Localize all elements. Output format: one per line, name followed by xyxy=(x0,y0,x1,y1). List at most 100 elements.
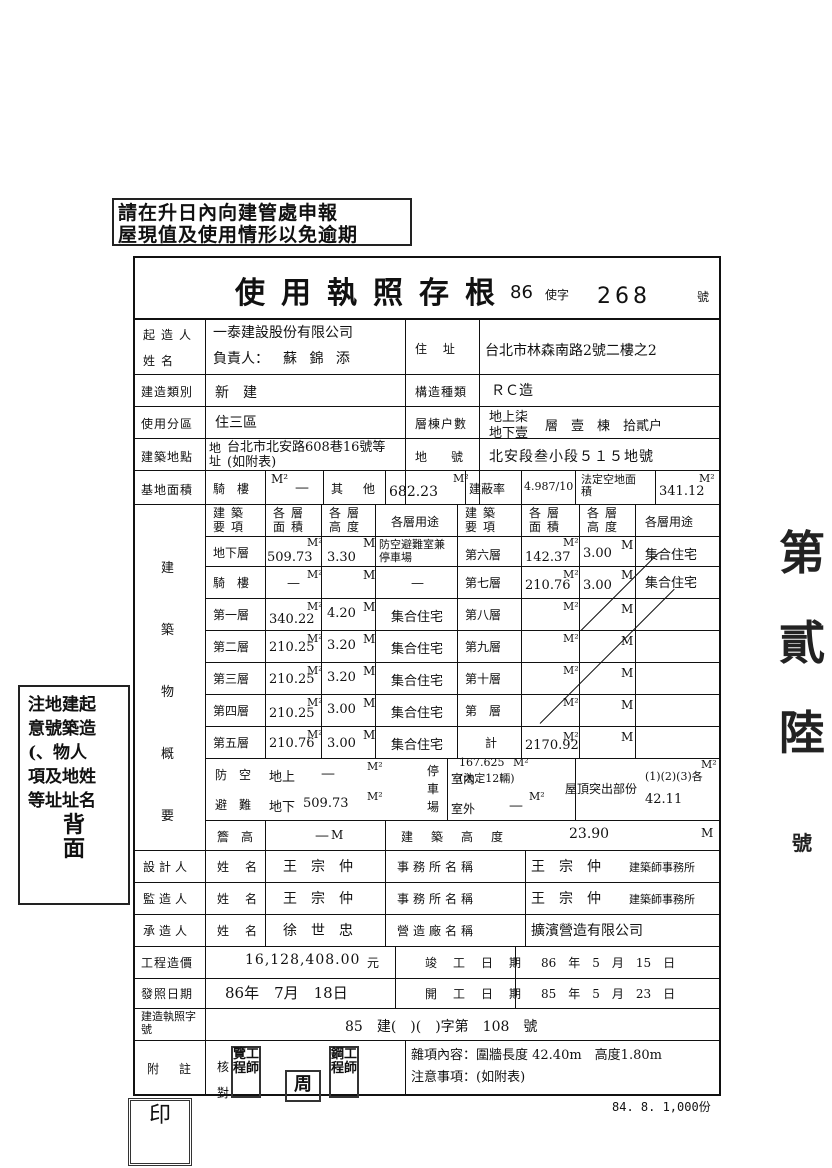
unit-m2: M² xyxy=(529,790,545,803)
parking-outdoor-value: — xyxy=(509,798,523,814)
legal-open-value: 341.12 xyxy=(659,484,705,499)
print-run-note: 84. 8. 1,000份 xyxy=(612,1100,711,1114)
applicant-address-label: 住 址 xyxy=(415,342,461,356)
unit-m2: M² xyxy=(513,756,529,769)
side-note-line: 面 xyxy=(62,836,85,862)
legal-open-label: 法定空地面積 xyxy=(581,473,636,498)
contractor-office: 擴濱營造有限公司 xyxy=(531,923,643,939)
unit-m: M xyxy=(363,568,376,582)
section-label: 建築物概要 xyxy=(161,561,175,824)
supervisor-name: 王 宗 仲 xyxy=(283,891,353,907)
designer-name: 王 宗 仲 xyxy=(283,859,353,875)
unit-m: M xyxy=(363,696,376,710)
contractor-office-label: 營造廠名稱 xyxy=(397,924,478,938)
unit-m: M xyxy=(621,666,634,680)
issue-label: 發照日期 xyxy=(141,987,194,1001)
designer-office-label: 事務所名稱 xyxy=(397,860,478,874)
unit-m2: M² xyxy=(307,664,323,677)
unit-m: M xyxy=(621,698,634,712)
header-use: 各層用途 xyxy=(391,515,440,529)
floor-area: 142.37 xyxy=(525,550,571,565)
eaves-value: — xyxy=(315,828,329,844)
unit-m2: M² xyxy=(563,568,579,581)
floor-height: 3.00 xyxy=(583,578,612,593)
designer-label: 設計人 xyxy=(143,860,192,874)
remarks-item-2: 注意事項：(如附表) xyxy=(411,1070,526,1085)
header-area-right: 各層面積 xyxy=(529,506,566,534)
title-row: 使用執照存根 86 使字 268 號 xyxy=(135,258,719,320)
side-note-line: 等址址名 xyxy=(28,791,96,811)
coverage-label: 建蔽率 xyxy=(469,482,506,496)
start-date: 85 年 5 月 23 日 xyxy=(541,987,676,1001)
unit-m: M xyxy=(621,730,634,744)
site-label: 建築地點 xyxy=(141,450,194,464)
floor-name: 第六層 xyxy=(465,548,502,562)
cost-value: 16,128,408.00 xyxy=(245,952,361,968)
floor-name: 第一層 xyxy=(213,608,250,622)
designer-office: 王 宗 仲 xyxy=(531,859,601,875)
floor-name: 第十層 xyxy=(465,672,502,686)
unit-m: M xyxy=(363,632,376,646)
unit-m2: M² xyxy=(307,632,323,645)
floor-use: 集合住宅 xyxy=(645,576,698,591)
floor-use: 集合住宅 xyxy=(391,642,444,657)
unit-m2: M² xyxy=(701,758,717,771)
seal-icon: 印 xyxy=(148,1103,171,1128)
applicant-label: 起造人 xyxy=(143,328,198,342)
issue-date: 86年 7月 18日 xyxy=(225,984,348,1002)
lot-label: 地 號 xyxy=(415,450,470,464)
roof-value: 42.11 xyxy=(645,792,683,807)
start-label: 開工日期 xyxy=(425,987,538,1001)
shelter-label: 防空 xyxy=(215,768,264,782)
engineer-stamp-2: 鋼工程師 xyxy=(329,1046,359,1098)
floors-detail: 層 壹 棟 拾貳户 xyxy=(545,419,663,434)
unit-m: M xyxy=(621,538,634,552)
roof-note: (1)(2)(3)各 xyxy=(645,770,703,783)
header-use-right: 各層用途 xyxy=(645,515,694,529)
floor-use: 集合住宅 xyxy=(645,548,698,563)
floor-name: 第八層 xyxy=(465,608,502,622)
license-number: 268 xyxy=(597,284,651,309)
unit-m: M xyxy=(621,568,634,582)
right-stamp-char: 貳 xyxy=(779,616,825,670)
floor-height: 3.00 xyxy=(583,546,612,561)
floor-name: 第三層 xyxy=(213,672,250,686)
side-note-line: 注地建起 xyxy=(28,695,96,715)
floors-label: 層棟户數 xyxy=(415,417,468,431)
side-note-line: 項及地姓 xyxy=(28,767,96,787)
zone-label: 使用分區 xyxy=(141,417,194,431)
unit-m: M xyxy=(621,634,634,648)
floor-name: 第七層 xyxy=(465,576,502,590)
name-stamp: 周 xyxy=(285,1070,321,1102)
side-note-line: 意號築造 xyxy=(28,719,96,739)
floor-height: 3.20 xyxy=(327,638,356,653)
contractor-label: 承造人 xyxy=(143,924,192,938)
engineer-stamp-text: 覽工程師 xyxy=(233,1047,260,1076)
unit-m2: M² xyxy=(307,600,323,613)
reminder-notice-text: 請在升日內向建管處申報 屋現值及使用情形以免逾期 xyxy=(118,202,359,246)
floor-name: 地下層 xyxy=(213,546,250,560)
other-label: 其 他 xyxy=(331,482,380,496)
floor-name: 計 xyxy=(485,736,498,750)
other-unit: M² xyxy=(453,472,469,485)
unit-m2: M² xyxy=(307,568,323,581)
floor-use: 防空避難室兼停車場 xyxy=(379,538,445,564)
arcade-label: 騎 樓 xyxy=(213,482,250,496)
unit-m2: M² xyxy=(563,730,579,743)
unit-m2: M² xyxy=(563,536,579,549)
floor-height: 3.20 xyxy=(327,670,356,685)
engineer-stamp-2-text: 鋼工程師 xyxy=(331,1047,358,1076)
unit-m2: M² xyxy=(307,536,323,549)
unit-m: M xyxy=(363,664,376,678)
applicant-address: 台北市林森南路2號二樓之2 xyxy=(485,343,657,359)
check-label: 核 xyxy=(217,1060,230,1074)
name-stamp-text: 周 xyxy=(294,1074,312,1095)
floor-name: 第二層 xyxy=(213,640,250,654)
parking-indoor-value: 167.625 xyxy=(459,756,505,769)
cost-label: 工程造價 xyxy=(141,956,194,970)
floor-use: 集合住宅 xyxy=(391,738,444,753)
unit-m: M xyxy=(363,600,376,614)
engineer-stamp: 覽工程師 xyxy=(231,1046,261,1098)
floor-area: 509.73 xyxy=(267,550,313,565)
floor-use: 集合住宅 xyxy=(391,706,444,721)
